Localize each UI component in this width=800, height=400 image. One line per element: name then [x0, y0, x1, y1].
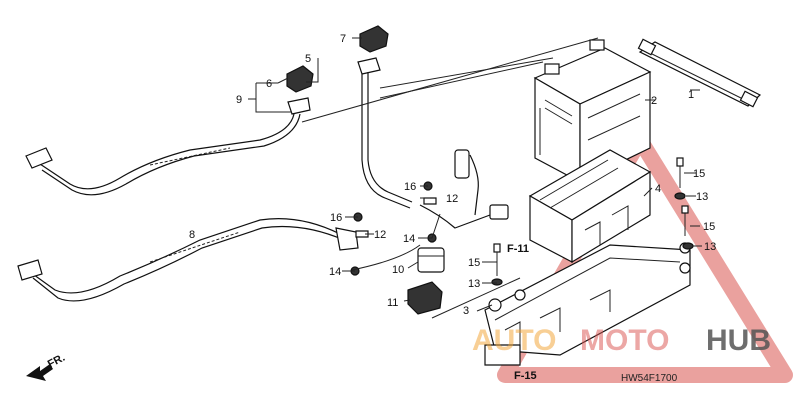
- part-labels: 1 2 3 4 5 6 7 8 9 10 11 12 12 13 13 13 1…: [189, 33, 716, 317]
- terminal-cover-7[interactable]: [359, 25, 389, 53]
- battery-box[interactable]: [528, 149, 652, 264]
- washer-13-middle[interactable]: [682, 242, 694, 250]
- starter-relay[interactable]: [417, 247, 445, 273]
- terminal-cover-6[interactable]: [286, 65, 314, 93]
- label-part-7: 7: [340, 33, 346, 45]
- label-part-14-upper: 14: [403, 233, 415, 245]
- bolt-15-upper[interactable]: [676, 157, 684, 188]
- label-part-12-upper: 12: [446, 193, 458, 205]
- label-part-9: 9: [236, 94, 242, 106]
- front-arrow-icon: [26, 364, 53, 381]
- bolt-12-upper[interactable]: [423, 197, 437, 205]
- relay-cover[interactable]: [407, 281, 443, 315]
- front-direction-indicator: FR.: [26, 352, 67, 381]
- label-part-13-lower: 13: [468, 278, 480, 290]
- reference-f11[interactable]: F-11: [507, 243, 529, 255]
- label-part-2: 2: [651, 95, 657, 107]
- label-part-15-lower: 15: [468, 257, 480, 269]
- label-part-1: 1: [688, 89, 694, 101]
- label-part-8: 8: [189, 229, 195, 241]
- watermark-hub: HUB: [706, 324, 771, 357]
- label-part-11: 11: [387, 297, 398, 309]
- watermark-auto: AUTO: [472, 324, 556, 357]
- positive-battery-cable[interactable]: [357, 57, 413, 209]
- label-part-13-middle: 13: [704, 241, 716, 253]
- label-part-15-upper: 15: [693, 168, 705, 180]
- front-label: FR.: [46, 352, 67, 371]
- washer-13-lower[interactable]: [491, 278, 503, 286]
- bolt-12-lower[interactable]: [355, 230, 369, 238]
- label-part-16-upper: 16: [404, 181, 416, 193]
- leader-lines: [248, 37, 702, 319]
- label-part-14-lower: 14: [329, 266, 341, 278]
- reference-f15[interactable]: F-15: [514, 370, 537, 382]
- battery-strap[interactable]: [637, 38, 762, 108]
- watermark-logo: AUTO MOTO HUB: [472, 324, 771, 357]
- battery[interactable]: [533, 39, 652, 183]
- label-part-10: 10: [392, 264, 404, 276]
- label-part-5: 5: [305, 53, 311, 65]
- label-part-6: 6: [266, 78, 272, 90]
- relay-harness[interactable]: [419, 149, 509, 229]
- label-part-3: 3: [463, 305, 469, 317]
- label-part-15-middle: 15: [703, 221, 715, 233]
- watermark-moto: MOTO: [580, 324, 669, 357]
- starter-motor-cable[interactable]: [17, 218, 359, 302]
- label-part-13-upper: 13: [696, 191, 708, 203]
- negative-battery-cable[interactable]: [25, 97, 311, 196]
- label-part-16-lower: 16: [330, 212, 342, 224]
- label-part-12-lower: 12: [374, 229, 386, 241]
- label-part-4: 4: [655, 183, 661, 195]
- washer-13-upper[interactable]: [674, 192, 686, 200]
- diagram-code: HW54F1700: [621, 373, 678, 384]
- bolt-15-middle[interactable]: [681, 205, 689, 236]
- bolt-15-lower[interactable]: [493, 243, 501, 276]
